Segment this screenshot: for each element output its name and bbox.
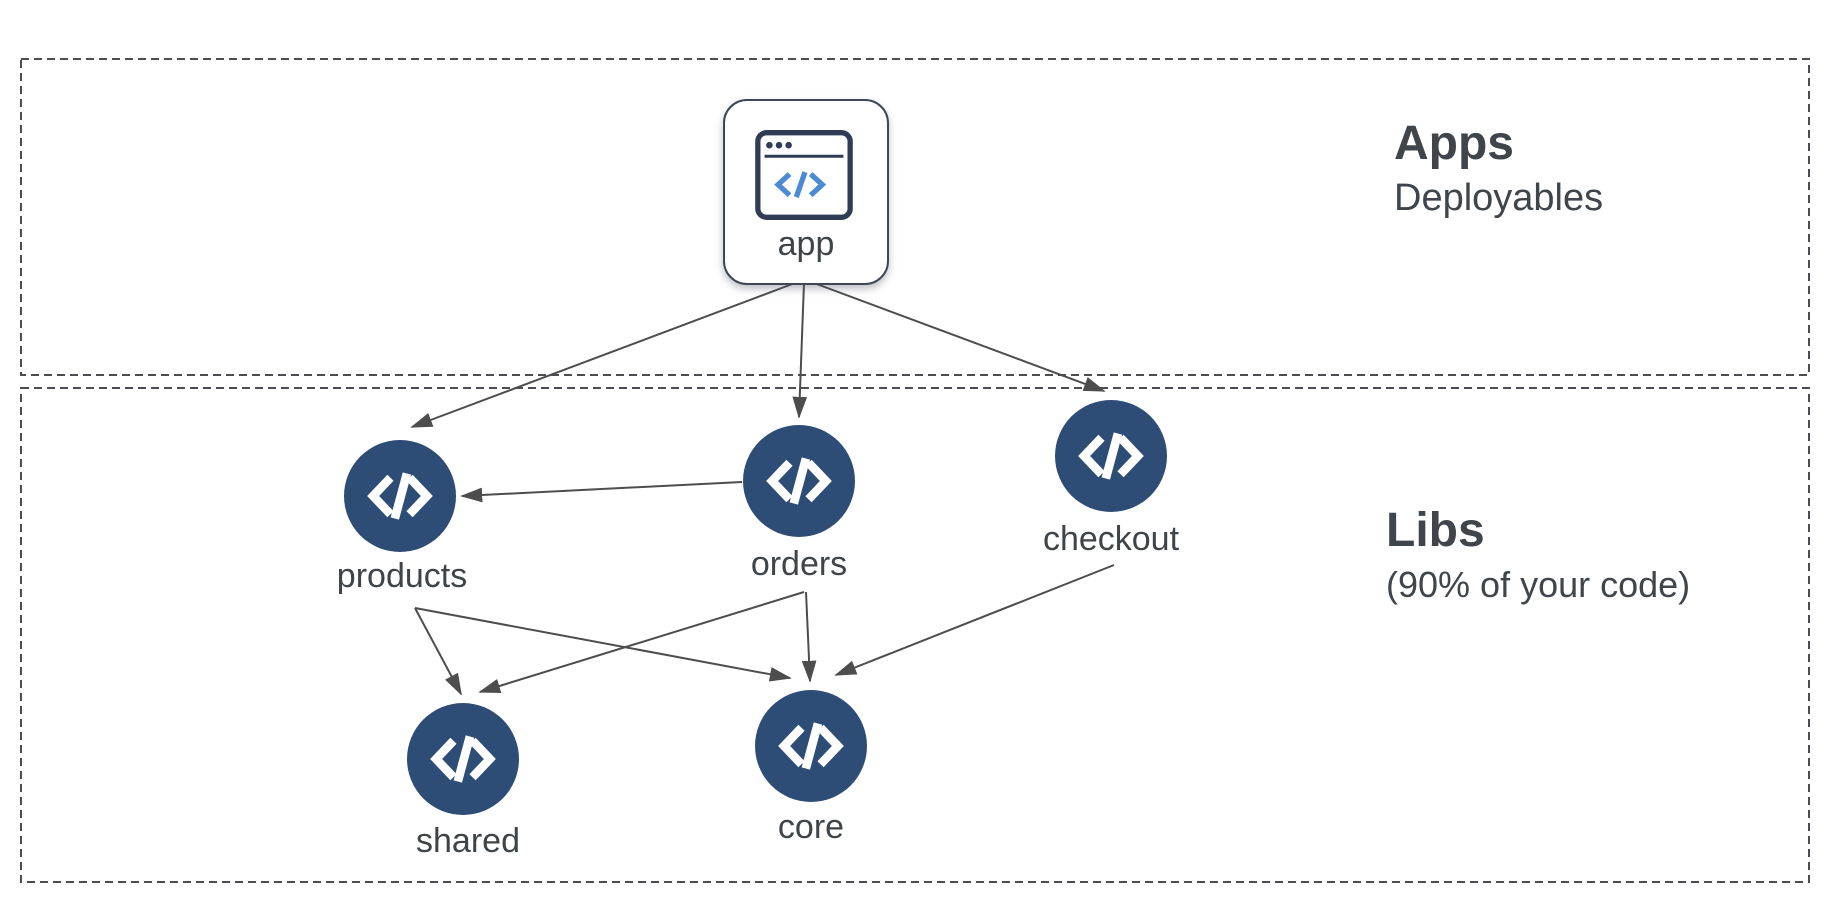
code-icon bbox=[778, 722, 844, 770]
code-glyph bbox=[774, 171, 827, 198]
node-checkout[interactable] bbox=[1055, 400, 1167, 512]
browser-window-icon bbox=[755, 130, 853, 220]
edge-products-core bbox=[414, 607, 792, 682]
apps-section-label: Apps Deployables bbox=[1394, 116, 1603, 221]
node-label-products: products bbox=[336, 557, 468, 595]
edge-orders-products bbox=[460, 481, 743, 503]
edge-orders-shared bbox=[478, 591, 805, 694]
code-icon bbox=[1078, 432, 1144, 480]
edge-orders-core bbox=[801, 591, 817, 683]
libs-section-border bbox=[20, 387, 1810, 883]
code-icon bbox=[766, 457, 832, 505]
libs-section-title: Libs bbox=[1386, 504, 1485, 557]
node-label-app: app bbox=[777, 225, 835, 263]
edge-app-checkout bbox=[813, 282, 1106, 392]
apps-section-subtitle: Deployables bbox=[1394, 177, 1604, 220]
node-products[interactable] bbox=[344, 440, 456, 552]
apps-section-title: Apps bbox=[1394, 117, 1514, 170]
edge-app-orders bbox=[792, 282, 808, 419]
node-shared[interactable] bbox=[407, 703, 519, 815]
libs-section-label: Libs (90% of your code) bbox=[1386, 503, 1690, 606]
code-icon bbox=[430, 735, 496, 783]
code-icon bbox=[367, 472, 433, 520]
node-app[interactable]: app bbox=[723, 99, 889, 285]
dependency-arrows bbox=[410, 282, 1115, 696]
node-orders[interactable] bbox=[743, 425, 855, 537]
node-core[interactable] bbox=[755, 690, 867, 802]
edge-app-products bbox=[410, 282, 796, 428]
edge-checkout-core bbox=[834, 564, 1115, 676]
node-label-core: core bbox=[777, 808, 845, 846]
libs-section-subtitle: (90% of your code) bbox=[1386, 564, 1691, 606]
edge-products-shared bbox=[414, 607, 462, 696]
node-label-shared: shared bbox=[416, 822, 520, 860]
node-label-orders: orders bbox=[750, 545, 848, 583]
apps-section-border bbox=[20, 58, 1810, 376]
node-label-checkout: checkout bbox=[1042, 520, 1180, 558]
